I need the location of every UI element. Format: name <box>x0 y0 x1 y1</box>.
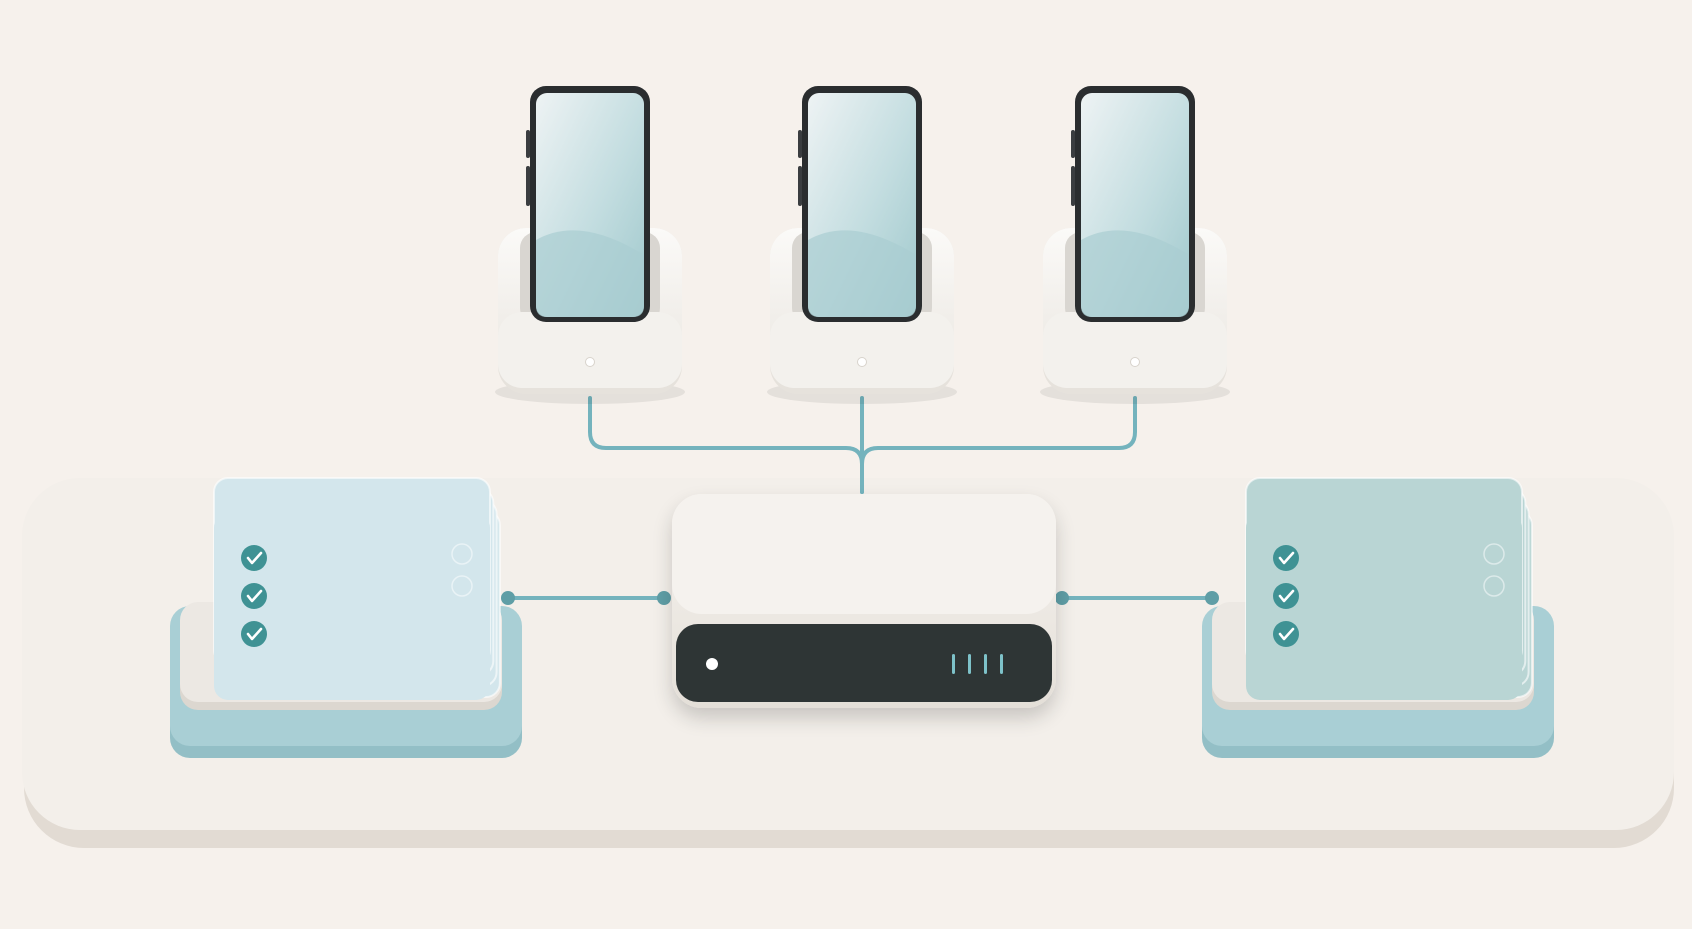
card-stack-right <box>1202 477 1554 758</box>
signal-bars-icon <box>952 654 1003 674</box>
phone-body <box>526 86 650 322</box>
phone-screen <box>808 93 916 317</box>
cable-tree <box>588 396 1137 494</box>
status-led-icon <box>1130 357 1140 367</box>
check-circle-icon <box>241 621 267 647</box>
check-circle-icon <box>241 583 267 609</box>
cable-left <box>501 591 671 605</box>
check-circle-icon <box>1273 583 1299 609</box>
phone-body <box>798 86 922 322</box>
check-circle-icon <box>241 545 267 571</box>
status-led-icon <box>585 357 595 367</box>
check-circle-icon <box>1273 545 1299 571</box>
hub-power-led-icon <box>706 658 718 670</box>
phone-device-center <box>767 86 957 404</box>
phone-screen <box>1081 93 1189 317</box>
cable-right <box>1055 591 1219 605</box>
phone-body <box>1071 86 1195 322</box>
status-led-icon <box>857 357 867 367</box>
phone-screen <box>536 93 644 317</box>
phone-device-left <box>495 86 685 404</box>
phone-device-right <box>1040 86 1230 404</box>
network-hub <box>672 494 1056 708</box>
card-stack-left <box>170 477 522 758</box>
check-circle-icon <box>1273 621 1299 647</box>
